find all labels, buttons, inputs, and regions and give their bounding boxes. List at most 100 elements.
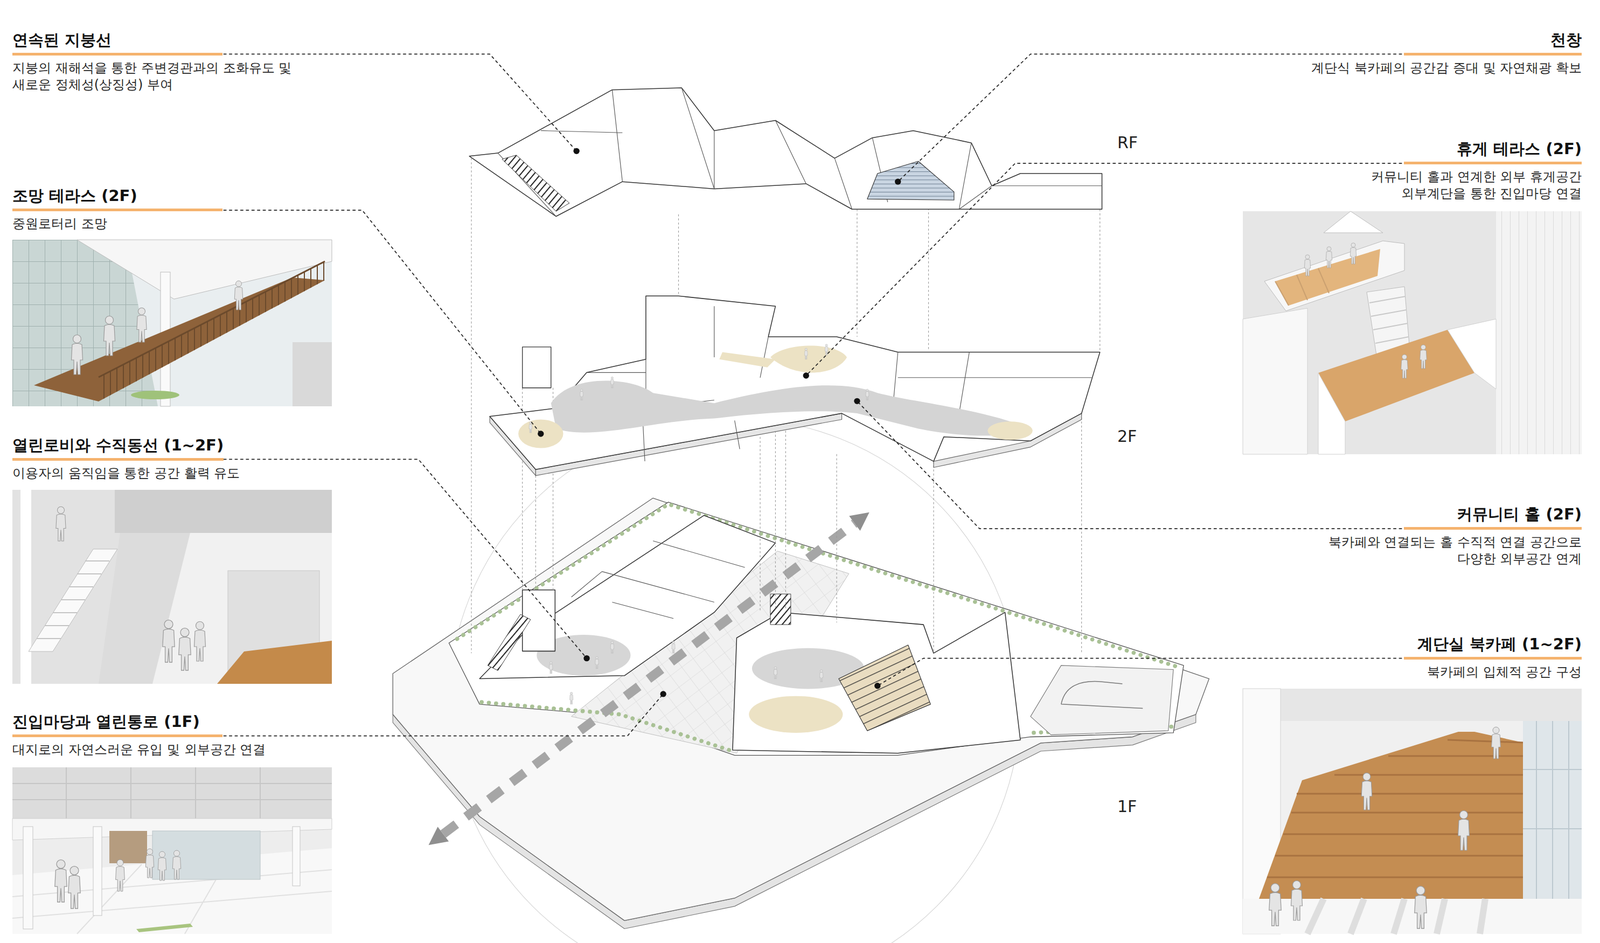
render-image: [1242, 211, 1582, 455]
axonometric-drawing: [1061, 681, 1144, 709]
render-image: [1318, 372, 1346, 455]
axonometric-drawing: [748, 696, 843, 733]
axonometric-drawing: [549, 661, 553, 674]
render-image: [54, 859, 67, 902]
render-image: [12, 767, 332, 934]
callout-heading: 열린로비와 수직동선 (1~2F): [12, 435, 224, 461]
callout-text: 지붕의 재해석을 통한 주변경관과의 조화유도 및 새로운 정체성(상징성) 부…: [12, 59, 320, 94]
render-image: [292, 342, 332, 407]
axonometric-drawing: [443, 523, 855, 834]
axonometric-drawing: [487, 614, 531, 671]
render-image: [109, 830, 148, 864]
axonometric-drawing: [610, 376, 614, 388]
render-image: [178, 628, 191, 671]
render-image: [56, 506, 66, 541]
leader-dot: [583, 655, 590, 662]
render-image: [1242, 688, 1582, 934]
callout-heading: 커뮤니티 홀 (2F): [1403, 504, 1582, 530]
render-image: [145, 848, 154, 878]
render-image: [114, 489, 332, 533]
render-image: [1401, 354, 1409, 379]
render-image: [1414, 886, 1427, 929]
axonometric-drawing: [522, 346, 552, 388]
render-image: [1304, 254, 1311, 276]
callout-text: 이용자의 움직임을 통한 공간 활력 유도: [12, 464, 320, 482]
callout-text: 계단식 북카페의 공간감 증대 및 자연채광 확보: [1247, 59, 1582, 77]
axonometric-drawing: [448, 502, 1184, 756]
leader-line: [223, 53, 1403, 736]
axonometric-drawing: [580, 388, 584, 400]
axonometric-drawing: [719, 351, 776, 367]
render-image: [98, 261, 325, 378]
render-image: [1325, 246, 1332, 268]
axonometric-drawing: [773, 666, 777, 679]
render-image: [36, 560, 110, 639]
render-image: [292, 826, 301, 886]
axonometric-drawing: [770, 593, 791, 625]
render-image: [1323, 211, 1383, 233]
render-image: [23, 826, 33, 929]
axonometric-drawing: [428, 826, 449, 845]
callout-heading: 휴게 테라스 (2F): [1403, 138, 1582, 165]
render-image: [217, 640, 332, 684]
render-image: [1269, 883, 1282, 926]
callout-heading: 진입마당과 열린통로 (1F): [12, 711, 223, 737]
render-image: [1275, 268, 1330, 306]
render-image: [172, 850, 181, 880]
axonometric-drawing: [849, 512, 870, 531]
callout: 조망 테라스 (2F)중원로터리 조망: [12, 185, 347, 233]
render-image: [12, 767, 332, 819]
render-image: [157, 851, 166, 881]
render-image: [93, 826, 102, 916]
render-image: [12, 239, 332, 407]
render-image: [12, 767, 332, 819]
axonometric-drawing: [1030, 665, 1174, 735]
render-image: [1491, 726, 1501, 759]
axonometric-drawing: [518, 419, 563, 448]
axonometric-drawing: [586, 305, 1092, 462]
axonometric-drawing: [865, 388, 869, 400]
axonometric-drawing: [987, 421, 1033, 440]
axonometric-drawing: [867, 161, 955, 200]
floor-label: 2F: [1117, 427, 1137, 446]
render-image: [1318, 329, 1475, 422]
render-image: [1267, 739, 1523, 878]
render-image: [1369, 296, 1409, 344]
render-image: [1242, 688, 1582, 934]
callout-text: 북카페와 연결되는 홀 수직적 연결 공간으로 다양한 외부공간 연계: [1323, 533, 1582, 568]
leader-dot: [803, 372, 810, 379]
callout-text: 대지로의 자연스러운 유입 및 외부공간 연결: [12, 741, 331, 758]
axonometric-drawing: [770, 345, 847, 373]
callout-heading: 계단실 북카페 (1~2F): [1403, 634, 1582, 660]
render-image: [12, 489, 332, 684]
callout: 커뮤니티 홀 (2F) 북카페와 연결되는 홀 수직적 연결 공간으로 다양한 외…: [1236, 504, 1582, 568]
axonometric-drawing: [571, 540, 746, 619]
render-image: [136, 307, 147, 343]
axonometric-drawing: [502, 155, 570, 212]
callout-text: 커뮤니티 홀과 연계한 외부 휴게공간 외부계단을 통한 진입마당 연결: [1355, 168, 1582, 203]
render-image: [194, 621, 206, 662]
render-image: [1242, 308, 1308, 455]
leader-dot: [659, 690, 666, 697]
floor-label: 1F: [1117, 797, 1137, 816]
axonometric-drawing: [489, 295, 1101, 470]
axonometric-drawing: [469, 87, 1102, 217]
callout-heading: 조망 테라스 (2F): [12, 185, 223, 212]
render-image: [152, 830, 261, 880]
callout: 휴게 테라스 (2F) 커뮤니티 홀과 연계한 외부 휴게공간 외부계단을 통한 …: [1236, 138, 1582, 203]
render-image: [28, 548, 118, 652]
leader-line: [877, 658, 1403, 686]
render-image: [1307, 898, 1486, 934]
axonometric-drawing: [479, 515, 776, 679]
render-image: [1420, 344, 1428, 369]
render-image: [12, 239, 332, 407]
render-image: [1496, 211, 1582, 455]
render-image: [12, 489, 332, 684]
callout: 진입마당과 열린통로 (1F) 대지로의 자연스러운 유입 및 외부공간 연결: [12, 711, 347, 758]
render-image: [162, 620, 175, 663]
leader-dot: [537, 148, 901, 698]
axonometric-drawing: [610, 641, 614, 653]
render-image: [1258, 731, 1523, 899]
render-image: [1458, 810, 1470, 851]
axonometric-drawing: [471, 158, 1101, 654]
